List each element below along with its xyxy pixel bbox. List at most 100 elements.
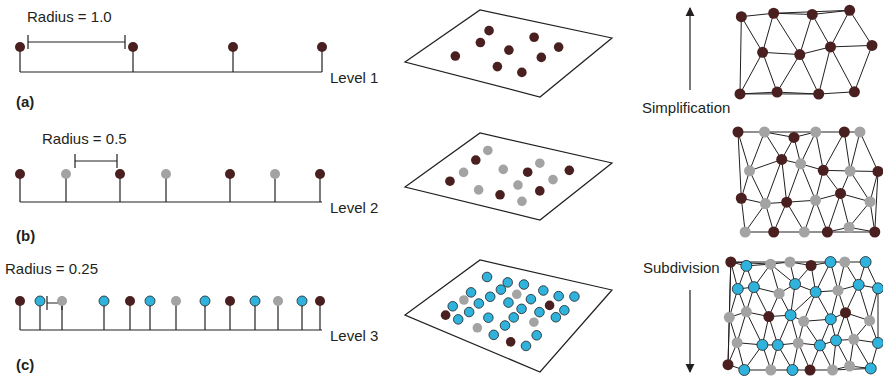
- mesh-vertex: [825, 257, 836, 268]
- sample-dot: [512, 290, 522, 300]
- quads: [405, 10, 612, 372]
- mesh-vertex: [768, 8, 779, 19]
- sample-dot: [539, 286, 549, 296]
- radius-label: Radius = 0.25: [5, 261, 98, 278]
- mesh-vertex: [765, 259, 776, 270]
- sample-dot: [545, 301, 555, 311]
- mesh-vertex: [784, 257, 795, 268]
- sample-dot: [521, 341, 531, 351]
- sample-dot: [503, 278, 513, 288]
- mesh-vertex: [807, 9, 818, 20]
- mesh-vertex: [732, 337, 743, 348]
- mesh-vertex: [873, 166, 883, 177]
- mesh-vertex: [739, 365, 750, 376]
- sample-dot: [473, 323, 483, 333]
- sample-dot: [485, 292, 495, 302]
- sample-dot: [532, 331, 542, 341]
- sample-dot: [270, 169, 280, 179]
- sample-dot: [526, 294, 536, 304]
- mesh-vertex: [806, 260, 817, 271]
- sample-dot: [504, 298, 514, 308]
- direction-label: Subdivision: [643, 260, 720, 277]
- mesh-vertex: [744, 165, 755, 176]
- mesh-vertex: [873, 283, 883, 294]
- sample-dot: [459, 168, 469, 178]
- sample-dot: [315, 296, 325, 306]
- mesh-vertex: [725, 257, 736, 268]
- sample-dot: [474, 299, 484, 309]
- mesh-vertex: [805, 365, 816, 376]
- mesh-vertex: [760, 198, 771, 209]
- sample-dot: [35, 296, 45, 306]
- sample-dot: [517, 304, 527, 314]
- sample-dot: [529, 317, 539, 327]
- sample-dot: [441, 310, 451, 320]
- mesh-vertex: [865, 196, 876, 207]
- mesh-vertex: [735, 88, 746, 99]
- sample-dot: [476, 38, 486, 48]
- mesh-vertex: [864, 315, 875, 326]
- mesh-vertex: [827, 365, 838, 376]
- mesh-vertex: [799, 227, 810, 238]
- level-label: Level 3: [330, 328, 378, 345]
- sample-dot: [115, 169, 125, 179]
- mesh-vertex: [763, 311, 774, 322]
- sample-dot: [459, 295, 469, 305]
- mesh-vertex: [822, 227, 833, 238]
- mesh-vertex: [839, 127, 850, 138]
- sample-dot: [517, 68, 527, 78]
- radius-label: Radius = 0.5: [42, 131, 127, 148]
- mesh-vertex: [825, 41, 836, 52]
- sample-dot: [15, 42, 25, 52]
- sample-dot: [560, 305, 570, 315]
- sample-dot: [273, 296, 283, 306]
- sample-dot: [99, 296, 109, 306]
- sample-dot: [125, 296, 135, 306]
- sample-dot: [509, 313, 519, 323]
- mesh-vertex: [818, 165, 829, 176]
- sample-dot: [297, 296, 307, 306]
- mesh-vertex: [853, 279, 864, 290]
- level-label: Level 1: [330, 70, 378, 87]
- mesh-vertex: [844, 5, 855, 16]
- panel-letter: (b): [16, 228, 35, 245]
- mesh-vertex: [781, 197, 792, 208]
- sample-dot: [570, 292, 580, 302]
- sample-dot: [482, 272, 492, 282]
- sample-dot: [464, 307, 474, 317]
- sample-dot: [315, 169, 325, 179]
- sample-dot: [453, 315, 463, 325]
- mesh-vertex: [765, 365, 776, 376]
- mesh-vertex: [794, 49, 805, 60]
- sample-dot: [471, 155, 481, 165]
- mesh-vertex: [795, 158, 806, 169]
- sample-dot: [484, 26, 494, 36]
- sample-dot: [451, 51, 461, 61]
- mesh-vertex: [732, 283, 743, 294]
- mesh-vertex: [723, 359, 734, 370]
- sample-dot: [161, 169, 171, 179]
- mesh-vertex: [768, 227, 779, 238]
- sample-dot: [535, 186, 545, 196]
- sample-dot: [489, 330, 499, 340]
- mesh-vertex: [844, 222, 855, 233]
- mesh-vertex: [776, 154, 787, 165]
- sample-dot: [500, 321, 510, 331]
- mesh-vertex: [865, 363, 876, 374]
- mesh-vertex: [741, 306, 752, 317]
- mesh-vertex: [748, 282, 759, 293]
- mesh-vertex: [772, 87, 783, 98]
- sample-dot: [15, 169, 25, 179]
- sample-dot: [519, 280, 529, 290]
- mesh-vertex: [810, 127, 821, 138]
- sample-dot: [448, 301, 458, 311]
- sample-dot: [493, 62, 503, 72]
- sample-dot: [128, 42, 138, 52]
- mesh-vertex: [736, 193, 747, 204]
- mesh-vertex: [832, 285, 843, 296]
- mesh-vertex: [839, 257, 850, 268]
- mesh-vertex: [840, 307, 851, 318]
- mesh-vertex: [849, 86, 860, 97]
- mesh-vertex: [860, 257, 871, 268]
- mesh-vertex: [741, 260, 752, 271]
